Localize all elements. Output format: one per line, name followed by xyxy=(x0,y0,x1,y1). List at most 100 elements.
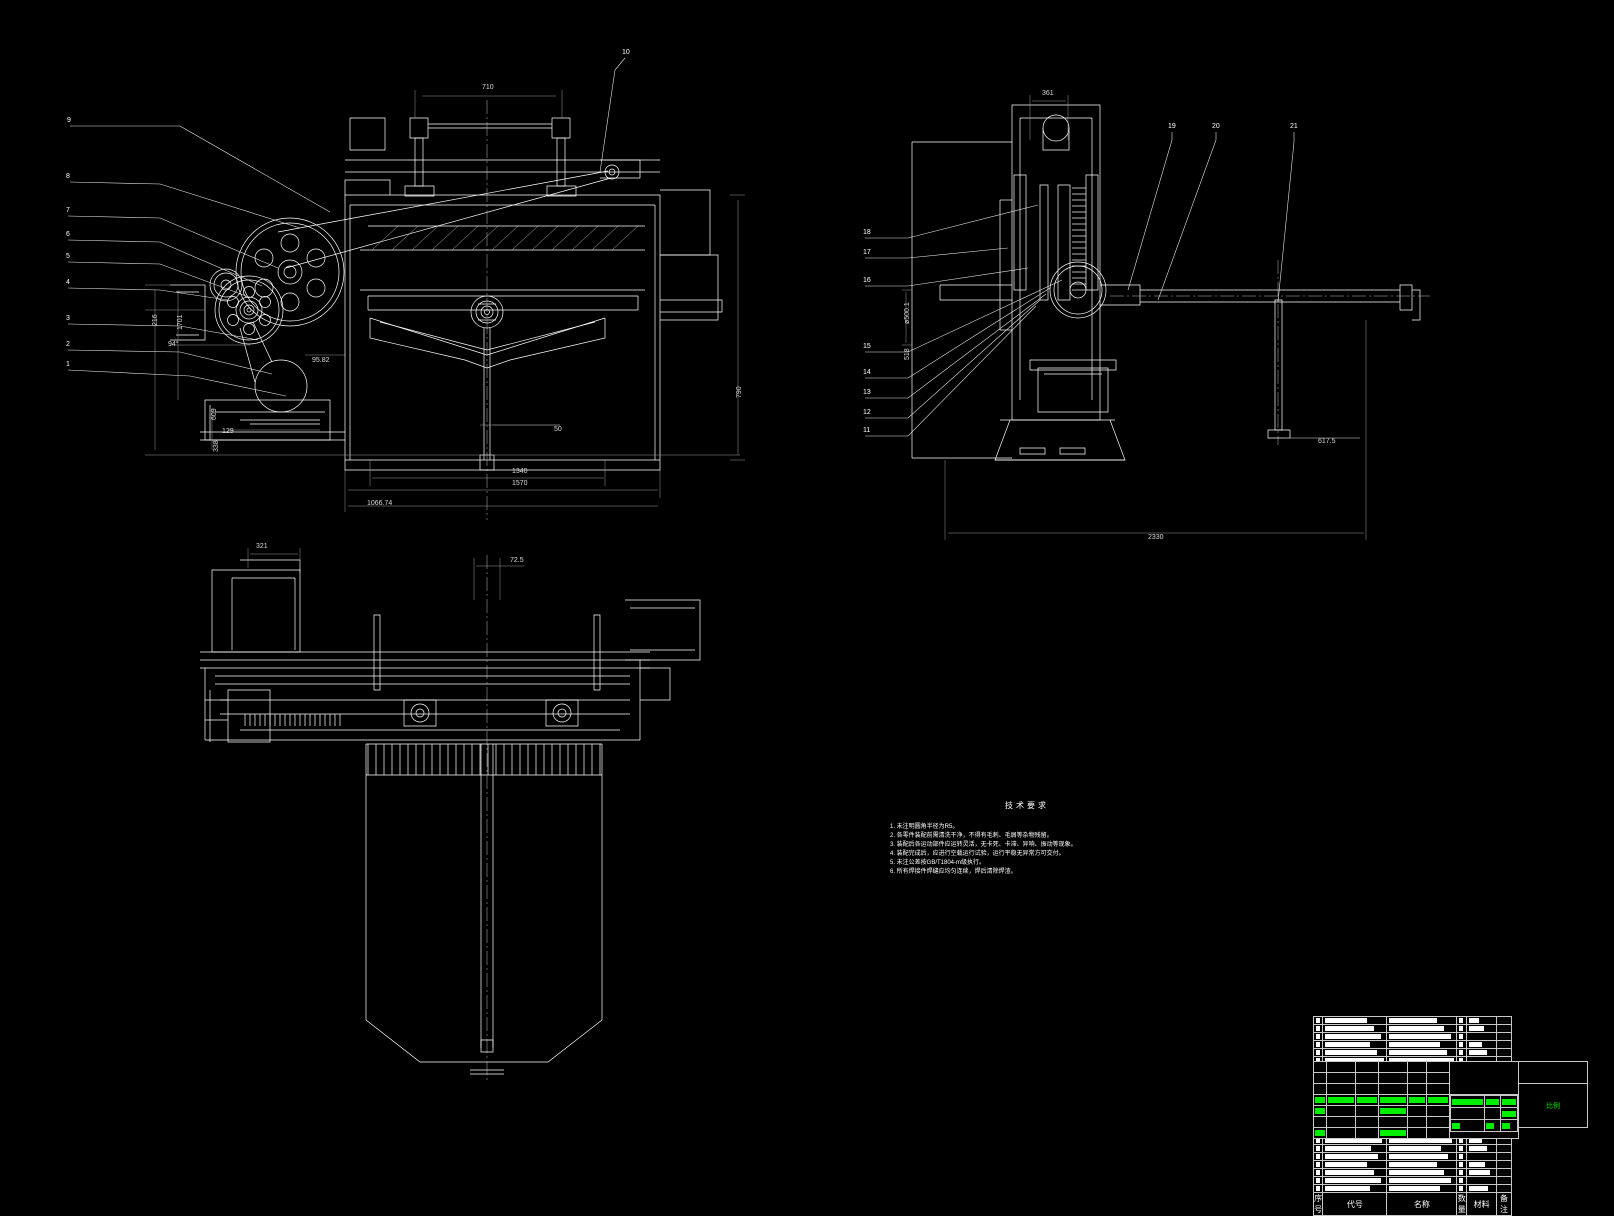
bom-cell-qty[interactable] xyxy=(1456,1176,1468,1185)
bom-cell-rem[interactable] xyxy=(1496,1016,1512,1025)
tb-cell-r1c2[interactable] xyxy=(1326,1061,1356,1073)
bom-row[interactable] xyxy=(1312,1040,1512,1049)
tb-cell-r2c5[interactable] xyxy=(1407,1072,1427,1084)
tb-hl-r4c6[interactable] xyxy=(1426,1094,1450,1106)
bom-row[interactable] xyxy=(1312,1160,1512,1169)
tb-cell-r6c1[interactable] xyxy=(1313,1116,1327,1128)
tb-hl-r4c4[interactable] xyxy=(1378,1094,1408,1106)
tb-cell-r3c6[interactable] xyxy=(1426,1083,1450,1095)
tb-hl-r4c1[interactable] xyxy=(1313,1094,1327,1106)
bom-cell-code[interactable] xyxy=(1322,1168,1388,1177)
bom-cell-qty[interactable] xyxy=(1456,1152,1468,1161)
tb-cell-r1c4[interactable] xyxy=(1378,1061,1408,1073)
bom-row[interactable] xyxy=(1312,1032,1512,1041)
tb-cell-r1c3[interactable] xyxy=(1355,1061,1379,1073)
bom-cell-mat[interactable] xyxy=(1466,1048,1498,1057)
bom-cell-qty[interactable] xyxy=(1456,1048,1468,1057)
bom-cell-rem[interactable] xyxy=(1496,1184,1512,1193)
tb-cell-r6c3[interactable] xyxy=(1355,1116,1379,1128)
bom-cell-seq[interactable] xyxy=(1312,1152,1324,1161)
bom-cell-mat[interactable] xyxy=(1466,1016,1498,1025)
tb-cell-r7c2[interactable] xyxy=(1326,1127,1356,1139)
tb-cell-r6c2[interactable] xyxy=(1326,1116,1356,1128)
tb-sign-r3c2[interactable] xyxy=(1483,1119,1502,1132)
bom-cell-rem[interactable] xyxy=(1496,1176,1512,1185)
bom-row[interactable] xyxy=(1312,1176,1512,1185)
bom-cell-mat[interactable] xyxy=(1466,1176,1498,1185)
bom-cell-code[interactable] xyxy=(1322,1024,1388,1033)
tb-hl-r4c2[interactable] xyxy=(1326,1094,1356,1106)
bom-cell-name[interactable] xyxy=(1386,1152,1458,1161)
bom-cell-rem[interactable] xyxy=(1496,1160,1512,1169)
tb-sign-r3c1[interactable] xyxy=(1450,1119,1485,1132)
bom-cell-mat[interactable] xyxy=(1466,1152,1498,1161)
bom-row[interactable] xyxy=(1312,1144,1512,1153)
tb-cell-r2c6[interactable] xyxy=(1426,1072,1450,1084)
tb-hl-r4c3[interactable] xyxy=(1355,1094,1379,1106)
tb-drawing-name-cell[interactable] xyxy=(1449,1061,1519,1095)
tb-hl-r7c1[interactable] xyxy=(1313,1127,1327,1139)
title-block[interactable]: 比例 xyxy=(1313,1061,1603,1147)
tb-cell-r3c4[interactable] xyxy=(1378,1083,1408,1095)
tb-cell-r6c6[interactable] xyxy=(1426,1116,1450,1128)
tb-hl-r5c4[interactable] xyxy=(1378,1105,1408,1117)
bom-cell-name[interactable] xyxy=(1386,1048,1458,1057)
tb-cell-r2c4[interactable] xyxy=(1378,1072,1408,1084)
bom-row[interactable] xyxy=(1312,1024,1512,1033)
bom-cell-seq[interactable] xyxy=(1312,1032,1324,1041)
bom-cell-mat[interactable] xyxy=(1466,1024,1498,1033)
bom-cell-mat[interactable] xyxy=(1466,1184,1498,1193)
bom-cell-seq[interactable] xyxy=(1312,1048,1324,1057)
bom-cell-name[interactable] xyxy=(1386,1040,1458,1049)
bom-cell-seq[interactable] xyxy=(1312,1184,1324,1193)
bom-cell-qty[interactable] xyxy=(1456,1040,1468,1049)
tb-cell-r6c5[interactable] xyxy=(1407,1116,1427,1128)
bom-cell-qty[interactable] xyxy=(1456,1184,1468,1193)
bom-cell-rem[interactable] xyxy=(1496,1024,1512,1033)
bom-cell-name[interactable] xyxy=(1386,1168,1458,1177)
bom-cell-seq[interactable] xyxy=(1312,1176,1324,1185)
bom-cell-name[interactable] xyxy=(1386,1160,1458,1169)
bom-cell-qty[interactable] xyxy=(1456,1016,1468,1025)
bom-cell-code[interactable] xyxy=(1322,1048,1388,1057)
tb-sign-r2c1[interactable] xyxy=(1450,1107,1485,1120)
bom-cell-code[interactable] xyxy=(1322,1040,1388,1049)
tb-sign-r1c1[interactable] xyxy=(1450,1095,1485,1108)
bom-row[interactable] xyxy=(1312,1184,1512,1193)
tb-cell-r7c5[interactable] xyxy=(1407,1127,1427,1139)
bom-cell-code[interactable] xyxy=(1322,1016,1388,1025)
bom-cell-qty[interactable] xyxy=(1456,1032,1468,1041)
tb-hl-r5c1[interactable] xyxy=(1313,1105,1327,1117)
tb-sign-r3c3[interactable] xyxy=(1500,1119,1518,1132)
bom-cell-qty[interactable] xyxy=(1456,1024,1468,1033)
tb-cell-r5c3[interactable] xyxy=(1355,1105,1379,1117)
bom-cell-rem[interactable] xyxy=(1496,1168,1512,1177)
tb-signoff-group[interactable] xyxy=(1449,1094,1519,1139)
bom-cell-rem[interactable] xyxy=(1496,1040,1512,1049)
bom-cell-qty[interactable] xyxy=(1456,1160,1468,1169)
tb-sign-r2c3[interactable] xyxy=(1500,1107,1518,1120)
tb-scale-cell[interactable]: 比例 xyxy=(1518,1083,1588,1128)
bom-cell-code[interactable] xyxy=(1322,1176,1388,1185)
bom-row[interactable] xyxy=(1312,1168,1512,1177)
bom-cell-code[interactable] xyxy=(1322,1160,1388,1169)
tb-cell-r5c2[interactable] xyxy=(1326,1105,1356,1117)
tb-cell-r1c6[interactable] xyxy=(1426,1061,1450,1073)
bom-cell-code[interactable] xyxy=(1322,1184,1388,1193)
bom-cell-mat[interactable] xyxy=(1466,1168,1498,1177)
tb-cell-r1c1[interactable] xyxy=(1313,1061,1327,1073)
tb-cell-r2c3[interactable] xyxy=(1355,1072,1379,1084)
tb-cell-r7c3[interactable] xyxy=(1355,1127,1379,1139)
tb-cell-r6c4[interactable] xyxy=(1378,1116,1408,1128)
tb-cell-r1c5[interactable] xyxy=(1407,1061,1427,1073)
tb-cell-r3c1[interactable] xyxy=(1313,1083,1327,1095)
bom-cell-name[interactable] xyxy=(1386,1016,1458,1025)
bom-cell-mat[interactable] xyxy=(1466,1032,1498,1041)
bom-cell-name[interactable] xyxy=(1386,1184,1458,1193)
tb-cell-r2c1[interactable] xyxy=(1313,1072,1327,1084)
bom-cell-name[interactable] xyxy=(1386,1032,1458,1041)
tb-cell-r3c2[interactable] xyxy=(1326,1083,1356,1095)
tb-sign-r1c3[interactable] xyxy=(1500,1095,1518,1108)
tb-cell-r3c3[interactable] xyxy=(1355,1083,1379,1095)
bom-row[interactable] xyxy=(1312,1152,1512,1161)
